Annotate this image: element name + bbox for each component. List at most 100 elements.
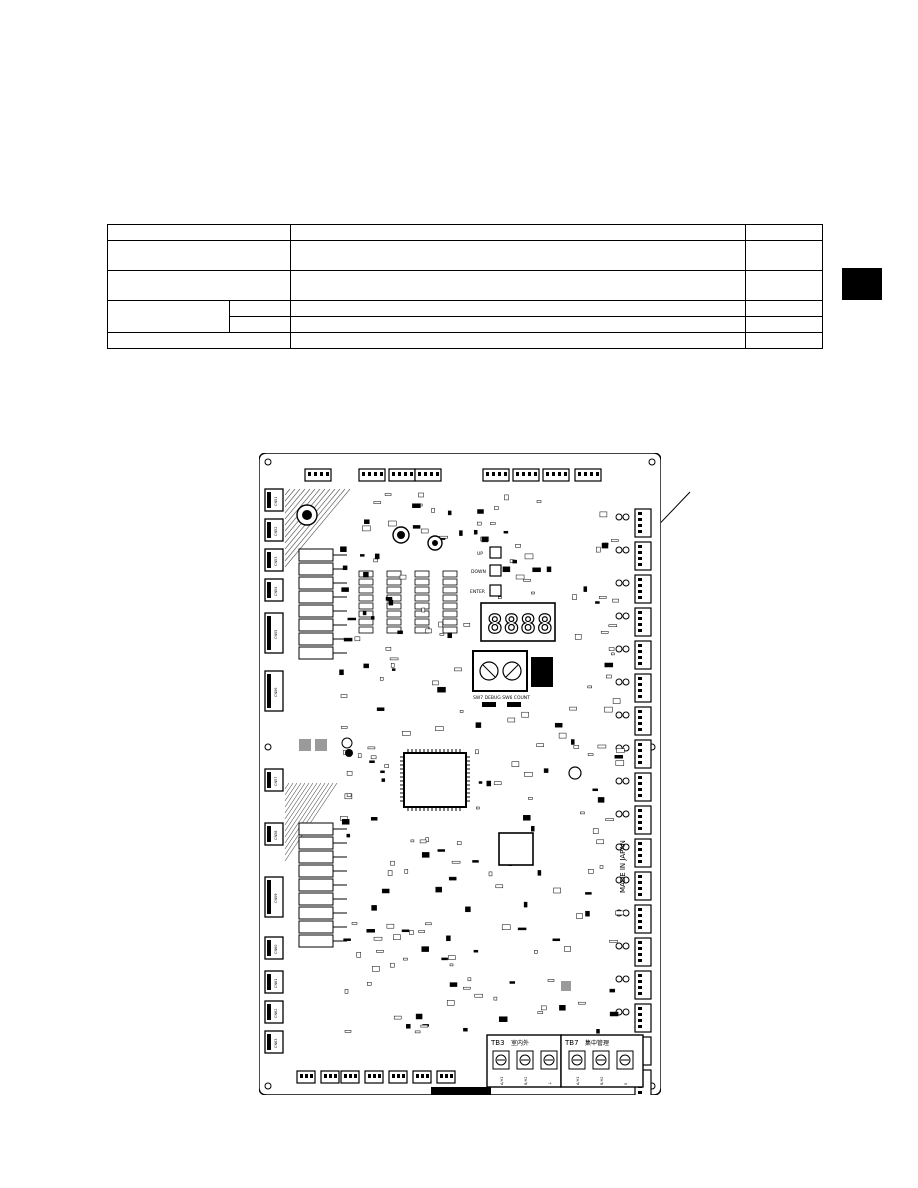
up-button[interactable]: [489, 546, 502, 559]
spec-table-row: [107, 300, 823, 333]
smd-part: [537, 870, 542, 876]
smd-part: [481, 536, 489, 543]
connector-cn08: [634, 739, 652, 769]
relay: [298, 878, 334, 892]
spec-table-row: [107, 240, 823, 271]
connector-cn23: [414, 468, 442, 482]
connector-cn14: [634, 937, 652, 967]
smd-part: [473, 529, 478, 535]
smd-part: [347, 617, 357, 621]
connector-label: CN58: [274, 830, 278, 840]
resistor: [442, 602, 458, 610]
smd-part: [401, 929, 410, 933]
smd-part: [418, 930, 425, 933]
connector-cn27: [574, 468, 602, 482]
smd-part: [344, 1030, 352, 1033]
relay: [298, 604, 334, 618]
smd-part: [369, 760, 375, 763]
resistor: [442, 570, 458, 578]
smd-part: [536, 743, 544, 747]
smd-part: [393, 934, 401, 940]
smd-part: [587, 753, 594, 756]
resistor: [386, 570, 402, 578]
smd-part: [585, 910, 590, 917]
smd-part: [599, 511, 608, 518]
smd-part: [600, 631, 609, 634]
spec-cell-description: [290, 240, 746, 271]
smd-part: [432, 680, 439, 686]
tb3-sub: 室内外: [511, 1039, 529, 1047]
smd-part: [346, 833, 351, 838]
smd-part: [425, 628, 432, 634]
connector-cn04: [634, 607, 652, 637]
smd-part: [605, 818, 614, 821]
smd-part: [439, 535, 448, 539]
spec-cell-label: [107, 270, 291, 301]
connector-cn12: [634, 871, 652, 901]
smd-part: [376, 950, 384, 953]
smd-part: [404, 869, 409, 874]
connector-label: CN54: [274, 586, 278, 596]
smd-part: [374, 553, 380, 560]
main-cpu-chip: [400, 749, 470, 811]
connector-cn13: [634, 904, 652, 934]
smd-part: [341, 587, 349, 592]
smd-part: [366, 929, 375, 933]
smd-part: [388, 599, 394, 606]
smd-part: [367, 746, 376, 750]
switch-caption: SW7 DEBUG SW6 COUNT: [473, 695, 530, 701]
smd-part: [357, 753, 362, 758]
smd-part: [569, 706, 577, 711]
resistor: [414, 570, 430, 578]
relay: [298, 618, 334, 632]
smd-part: [419, 839, 427, 844]
connector-label: CN61: [274, 978, 278, 988]
section-tab-marker: [842, 268, 882, 300]
smd-part: [449, 982, 458, 987]
smd-part: [421, 607, 426, 613]
smd-part: [412, 503, 421, 508]
smd-part: [486, 780, 492, 787]
spec-cell-value: [745, 332, 823, 349]
smd-part: [456, 841, 462, 845]
spec-cell-description: [290, 270, 746, 301]
spec-cell-value: [745, 270, 823, 301]
connector-cn24: [482, 468, 510, 482]
smd-part: [597, 797, 605, 803]
smd-part: [598, 596, 607, 599]
connector-label: CN55: [274, 629, 278, 639]
smd-part: [346, 771, 353, 776]
smd-part: [425, 922, 432, 926]
smd-part: [515, 544, 521, 548]
connector-label: CN53: [274, 556, 278, 566]
smd-part: [596, 546, 601, 553]
spec-cell-sublabel: [229, 316, 291, 333]
smd-part: [441, 957, 448, 961]
smd-part: [435, 886, 442, 893]
smd-part: [517, 927, 527, 931]
spec-cell-description: [290, 332, 746, 349]
smd-part: [595, 601, 600, 604]
smd-part: [596, 839, 604, 845]
smd-part: [546, 566, 552, 573]
smd-part: [501, 924, 511, 930]
smd-part: [340, 694, 348, 698]
smd-part: [406, 1024, 411, 1029]
down-button[interactable]: [489, 564, 502, 577]
smd-part: [431, 508, 435, 513]
smd-part: [583, 586, 588, 592]
smd-part: [543, 768, 549, 773]
resistor: [442, 586, 458, 594]
resistor: [442, 610, 458, 618]
down-button-label: DOWN: [471, 569, 486, 575]
connector-cn06: [634, 673, 652, 703]
smd-part: [421, 852, 430, 858]
spec-cell-value: [745, 224, 823, 241]
resistor: [358, 594, 374, 602]
connector-cn26: [542, 468, 570, 482]
enter-button[interactable]: [489, 584, 502, 597]
resistor: [414, 578, 430, 586]
terminal-label: S: [624, 1082, 628, 1085]
smd-part: [531, 591, 535, 595]
terminal-label: B/H2: [600, 1077, 604, 1085]
